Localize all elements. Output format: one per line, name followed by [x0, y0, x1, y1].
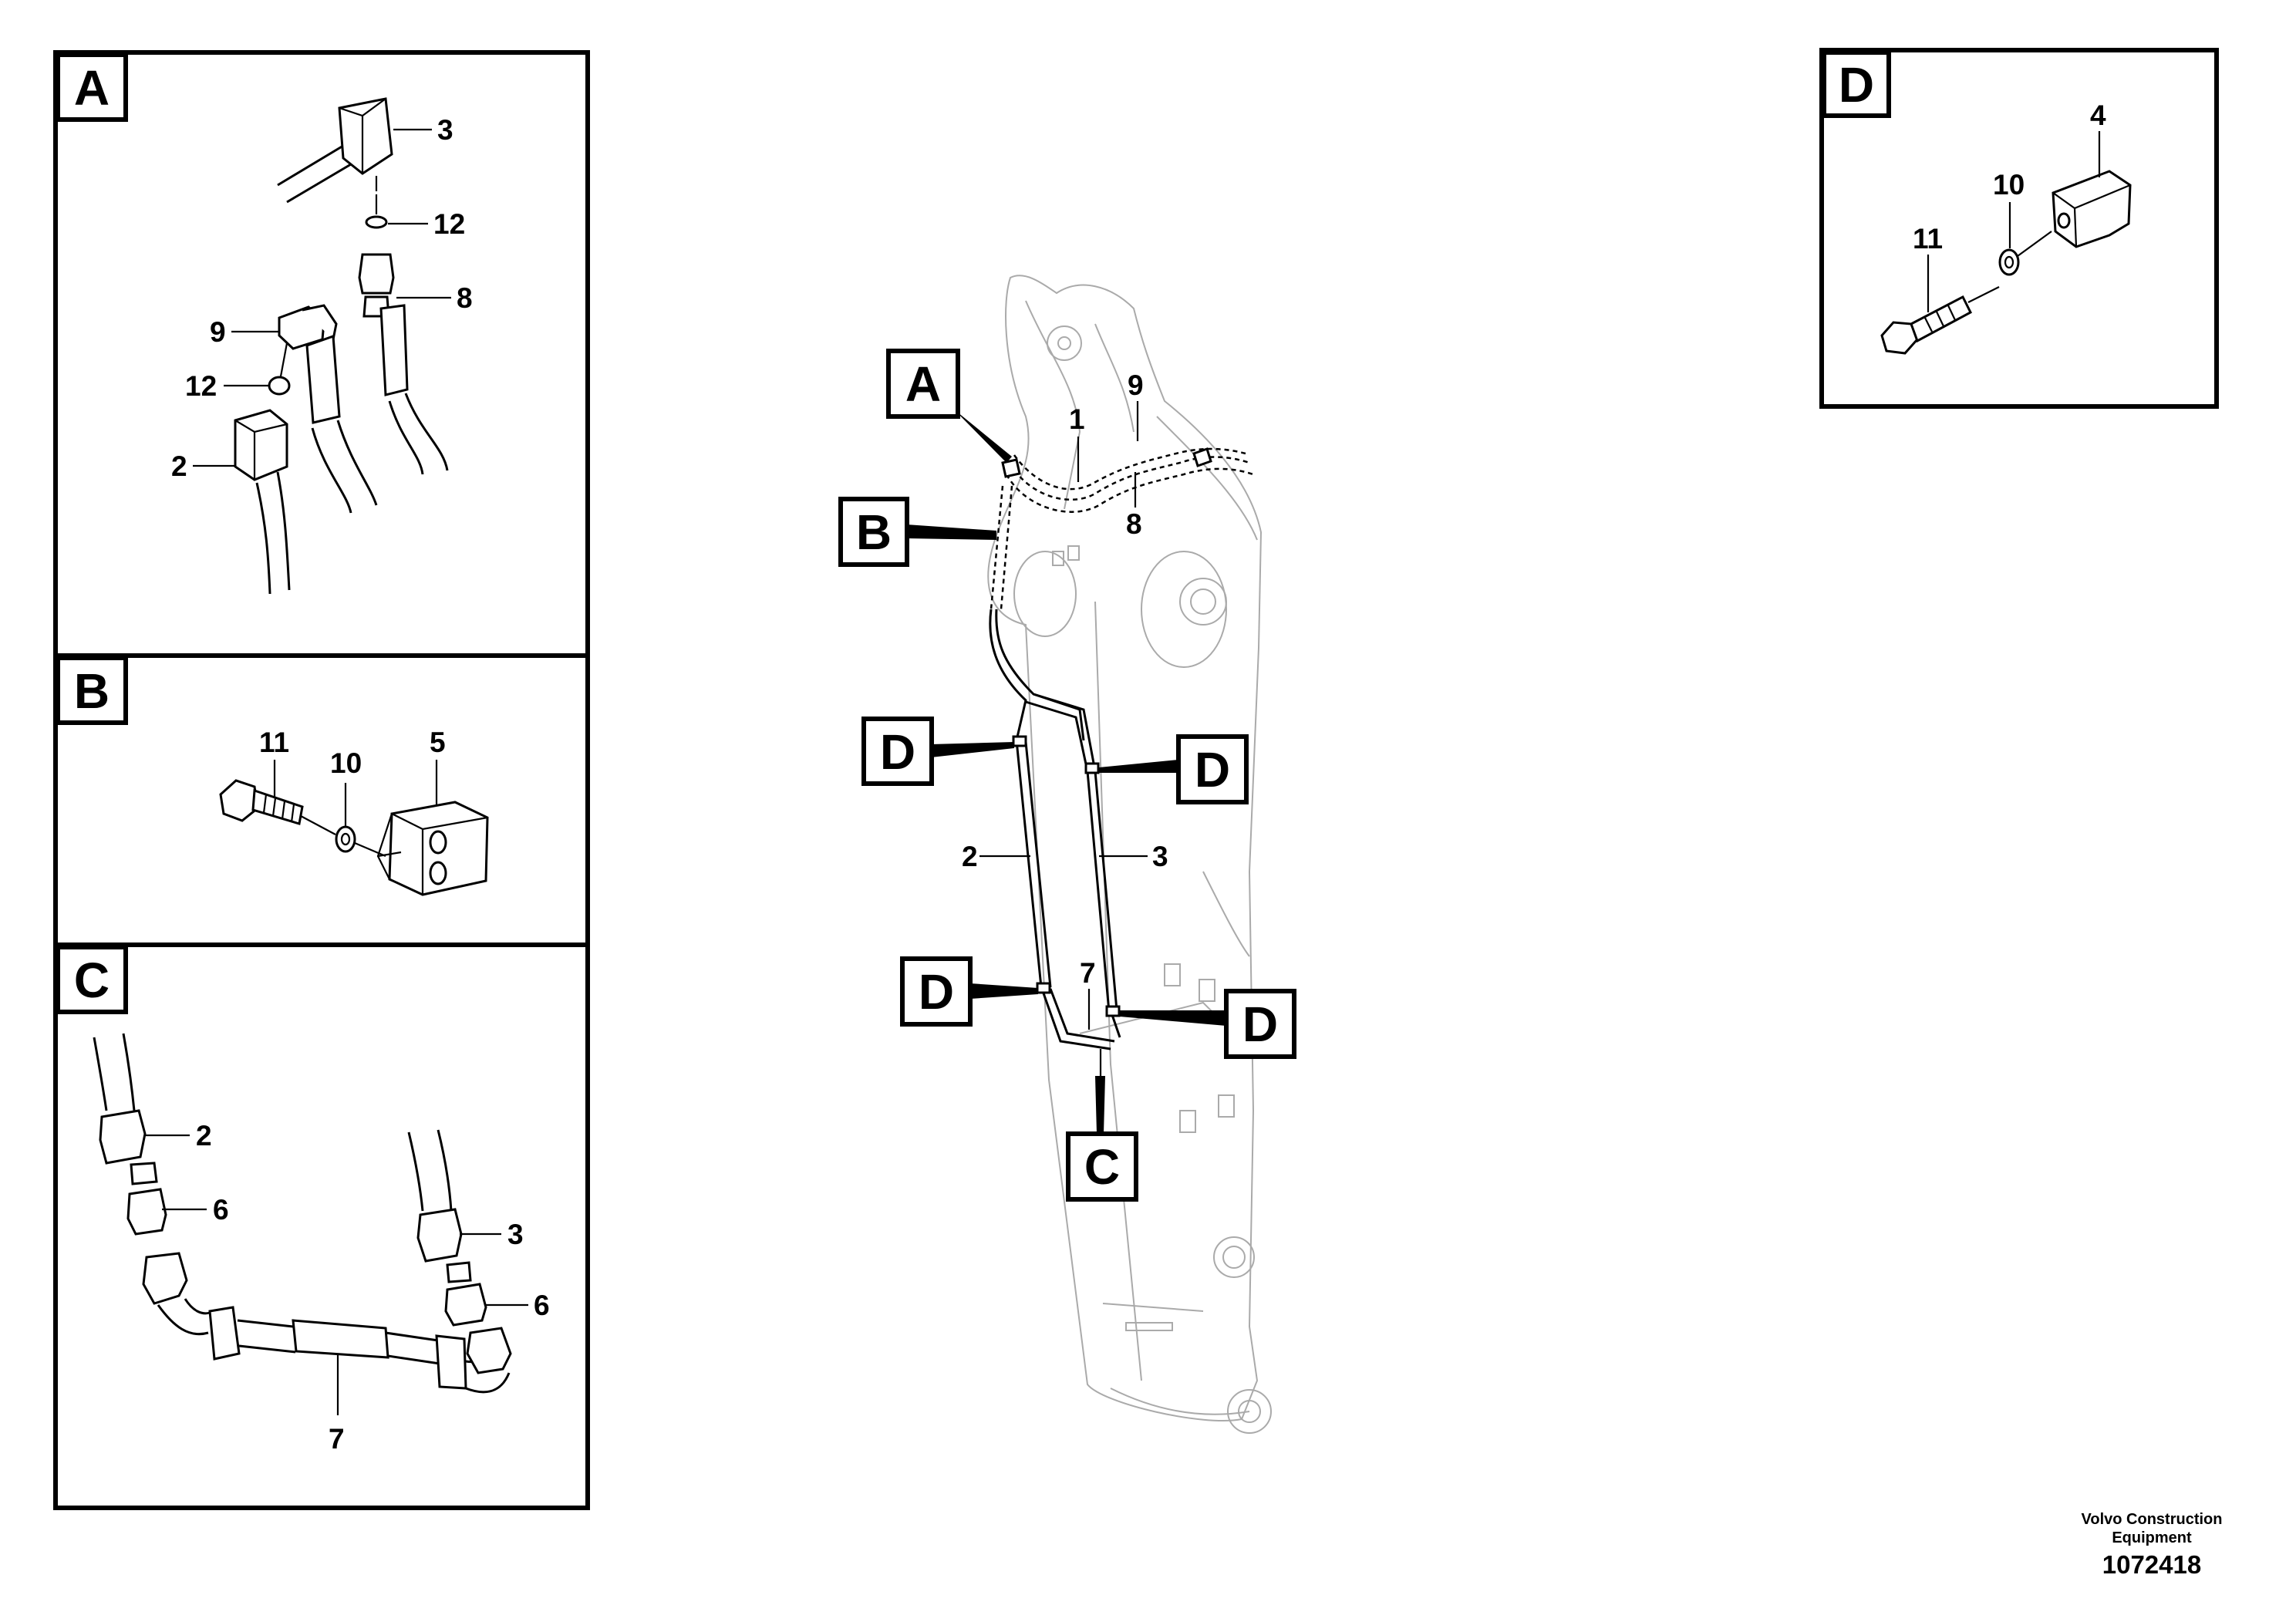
callout-a-9: 9: [210, 316, 226, 348]
boom-assembly-view: A B D D D D C 9 1 8 2 3 7: [838, 275, 1296, 1434]
callout-b-11: 11: [259, 727, 289, 758]
view-ref-c: C: [1084, 1139, 1120, 1195]
view-ref-d-lower-left: D: [919, 964, 954, 1020]
callout-main-8: 8: [1126, 508, 1142, 540]
company-name: Volvo Construction Equipment: [2081, 1511, 2223, 1546]
callout-b-10: 10: [330, 747, 362, 779]
callout-c-7: 7: [329, 1423, 345, 1455]
callout-main-1: 1: [1069, 403, 1085, 435]
callout-d-10: 10: [1993, 169, 2025, 201]
callout-c-2: 2: [196, 1120, 212, 1152]
callout-a-12-top: 12: [433, 208, 465, 240]
callout-c-3: 3: [507, 1219, 524, 1250]
detail-panel-d: D 4 10 11: [1819, 48, 2219, 409]
callout-a-3: 3: [437, 114, 453, 146]
panel-c-letter: C: [74, 953, 110, 1008]
callout-main-2: 2: [962, 841, 978, 872]
callout-a-12-bottom: 12: [185, 370, 217, 402]
callout-c-6-right: 6: [534, 1290, 550, 1321]
view-ref-b: B: [856, 504, 892, 560]
callout-a-8: 8: [457, 282, 473, 314]
detail-panel-b: B 11 10 5: [53, 653, 590, 947]
panel-d-letter: D: [1839, 57, 1874, 113]
callout-main-3: 3: [1152, 841, 1168, 872]
drawing-number: 1072418: [2102, 1550, 2202, 1579]
detail-panel-a: A 3: [53, 50, 590, 660]
callout-d-11: 11: [1913, 223, 1943, 255]
detail-panel-c: C 2 6 3 6 7: [53, 943, 590, 1510]
panel-a-letter: A: [74, 60, 110, 116]
callout-b-5: 5: [430, 727, 446, 758]
panel-b-letter: B: [74, 663, 110, 719]
view-ref-d-lower-right: D: [1242, 996, 1278, 1052]
callout-main-7: 7: [1080, 957, 1096, 989]
view-ref-d-upper-right: D: [1195, 742, 1230, 798]
callout-d-4: 4: [2090, 99, 2106, 131]
view-ref-a: A: [905, 356, 941, 412]
view-ref-d-upper-left: D: [880, 724, 915, 780]
callout-a-2: 2: [171, 450, 187, 482]
callout-main-9: 9: [1128, 369, 1144, 401]
callout-c-6-left: 6: [213, 1194, 229, 1226]
